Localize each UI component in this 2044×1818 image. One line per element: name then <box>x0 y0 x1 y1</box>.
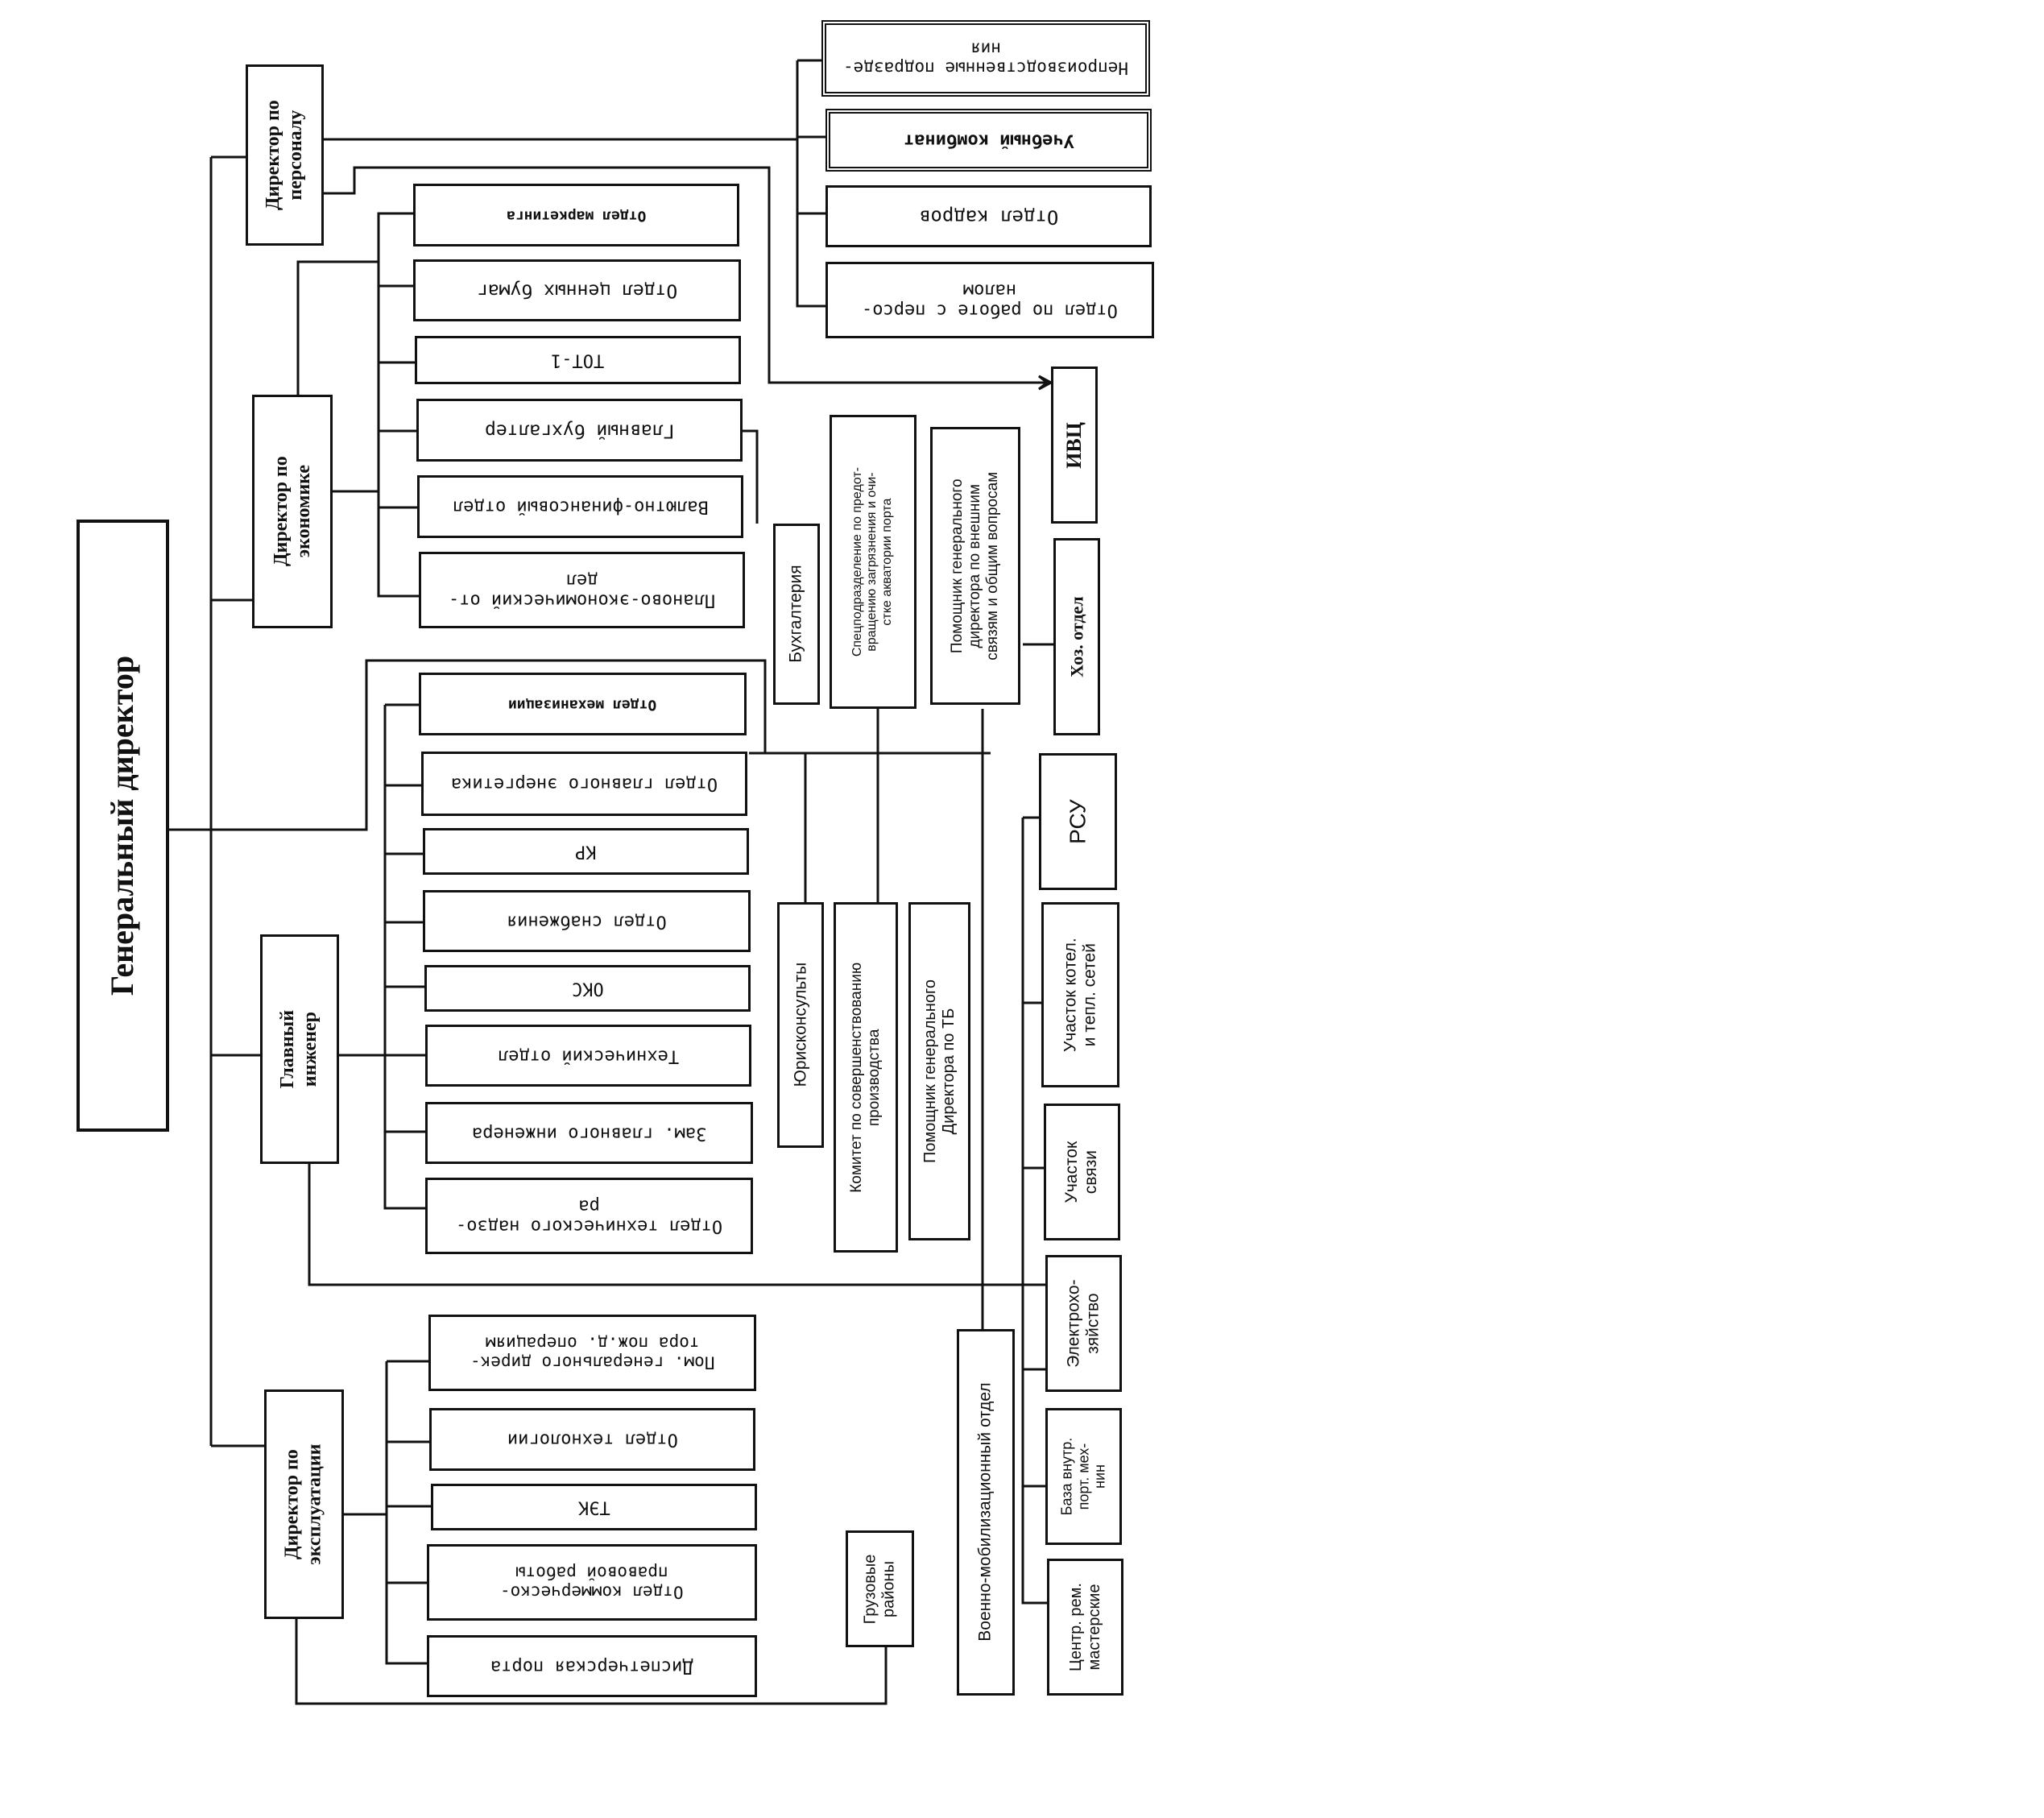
nonproduction-units-label: Непроизводственные подразде- ния <box>842 39 1128 78</box>
technical-department-box: Технический отдел <box>425 1025 751 1087</box>
planning-department-label: Планово-экономический от- дел <box>448 569 716 611</box>
chief-engineer-label: Главный инженер <box>277 1009 321 1089</box>
supply-department-label: Отдел снабжения <box>507 911 667 932</box>
deputy-chief-engineer-label: Зам. главного инженера <box>471 1123 707 1144</box>
lawyer-box: Юрисконсульты <box>777 902 824 1148</box>
boiler-section-label: Участок котел. и тепл. сетей <box>1061 938 1099 1052</box>
commercial-legal-department-box: Отдел коммерческо- правовой работы <box>427 1544 757 1621</box>
port-mechanization-base-label: База внутр. порт. мех- нин <box>1058 1437 1108 1516</box>
securities-department-label: Отдел ценных бумаг <box>476 280 678 301</box>
staff-work-department-box: Отдел по работе с персо- налом <box>825 262 1154 338</box>
supply-department-box: Отдел снабжения <box>423 890 751 952</box>
military-department-label: Военно-мобилизационный отдел <box>975 1382 995 1642</box>
lawyer-label: Юрисконсульты <box>790 963 809 1087</box>
pollution-unit-label: Спецподразделение по предот- вращению за… <box>850 466 895 657</box>
electric-facilities-box: Электрохо- зяйство <box>1045 1255 1122 1392</box>
boiler-section-box: Участок котел. и тепл. сетей <box>1041 902 1119 1087</box>
director-personnel-label: Директор по персоналу <box>262 100 306 210</box>
hr-department-label: Отдел кадров <box>918 205 1059 229</box>
tek-box: ТЭК <box>431 1484 757 1530</box>
military-department-box: Военно-мобилизационный отдел <box>957 1329 1015 1696</box>
nonproduction-units-box: Непроизводственные подразде- ния <box>821 20 1150 97</box>
central-workshops-label: Центр. рем. мастерские <box>1066 1583 1103 1671</box>
general-director-box: Генеральный директор <box>77 520 169 1132</box>
electric-facilities-label: Электрохо- зяйство <box>1064 1279 1103 1368</box>
director-economics-box: Директор по экономике <box>252 395 333 628</box>
assistant-safety-label: Помощник генерального Директора по ТБ <box>921 979 958 1163</box>
mechanization-department-box: Отдел механизации <box>419 673 747 735</box>
tot-box: ТОТ-1 <box>415 336 741 384</box>
assistant-safety-box: Помощник генерального Директора по ТБ <box>908 902 970 1240</box>
general-director-label: Генеральный директор <box>104 655 141 996</box>
planning-department-box: Планово-экономический от- дел <box>419 552 745 628</box>
household-department-label: Хоз. отдел <box>1066 596 1087 677</box>
central-workshops-box: Центр. рем. мастерские <box>1047 1559 1123 1696</box>
kr-label: КР <box>575 841 597 862</box>
chief-engineer-box: Главный инженер <box>260 934 339 1164</box>
committee-box: Комитет по совершенствованию производств… <box>834 902 898 1253</box>
committee-label: Комитет по совершенствованию производств… <box>848 962 883 1193</box>
tech-supervision-department-label: Отдел технического надзо- ра <box>455 1195 723 1236</box>
accounting-label: Бухгалтерия <box>786 565 805 664</box>
technology-department-label: Отдел технологии <box>507 1429 678 1450</box>
chief-accountant-box: Главный бухгалтер <box>416 399 743 462</box>
currency-finance-department-box: Валютно-финансовый отдел <box>417 475 743 538</box>
marketing-department-label: Отдел маркетинга <box>506 207 647 225</box>
deputy-chief-engineer-box: Зам. главного инженера <box>425 1102 753 1164</box>
tot-label: ТОТ-1 <box>551 350 605 371</box>
technical-department-label: Технический отдел <box>497 1046 680 1066</box>
port-mechanization-base-box: База внутр. порт. мех- нин <box>1045 1408 1122 1545</box>
cargo-areas-label: Грузовые районы <box>861 1554 898 1624</box>
port-dispatch-box: Диспетчерская порта <box>427 1635 757 1697</box>
accounting-box: Бухгалтерия <box>773 524 820 705</box>
director-personnel-box: Директор по персоналу <box>246 64 324 246</box>
currency-finance-department-label: Валютно-финансовый отдел <box>452 496 709 517</box>
rsu-box: РСУ <box>1039 753 1117 890</box>
assistant-external-box: Помощник генерального директора по внешн… <box>930 427 1020 705</box>
tech-supervision-department-box: Отдел технического надзо- ра <box>425 1178 753 1254</box>
director-operations-label: Директор по эксплуатации <box>281 1443 325 1565</box>
cargo-areas-box: Грузовые районы <box>846 1530 914 1647</box>
chief-energy-department-box: Отдел главного энергетика <box>421 752 747 816</box>
kr-box: КР <box>423 828 749 875</box>
oks-box: ОКС <box>424 965 751 1012</box>
fire-assistant-box: Пом. генерального дирек- тора пож.д. опе… <box>428 1315 756 1391</box>
tek-label: ТЭК <box>577 1497 610 1518</box>
training-center-label: Учебный комбинат <box>903 130 1074 151</box>
ivc-label: ИВЦ <box>1062 421 1086 469</box>
pollution-unit-box: Спецподразделение по предот- вращению за… <box>830 415 916 709</box>
director-economics-label: Директор по экономике <box>270 456 314 567</box>
assistant-external-label: Помощник генерального директора по внешн… <box>949 471 1001 661</box>
commercial-legal-department-label: Отдел коммерческо- правовой работы <box>500 1563 684 1602</box>
technology-department-box: Отдел технологии <box>429 1408 755 1471</box>
staff-work-department-label: Отдел по работе с персо- налом <box>862 280 1118 321</box>
fire-assistant-label: Пом. генерального дирек- тора пож.д. опе… <box>470 1333 715 1373</box>
marketing-department-box: Отдел маркетинга <box>413 184 739 246</box>
communication-section-box: Участок связи <box>1044 1104 1120 1240</box>
ivc-box: ИВЦ <box>1051 366 1098 524</box>
chief-accountant-label: Главный бухгалтер <box>484 420 675 441</box>
oks-label: ОКС <box>571 978 604 999</box>
hr-department-box: Отдел кадров <box>825 185 1152 247</box>
training-center-box: Учебный комбинат <box>825 109 1152 172</box>
rsu-label: РСУ <box>1065 799 1090 844</box>
mechanization-department-label: Отдел механизации <box>508 696 657 714</box>
director-operations-box: Директор по эксплуатации <box>264 1389 344 1619</box>
chief-energy-department-label: Отдел главного энергетика <box>450 773 718 794</box>
communication-section-label: Участок связи <box>1062 1141 1101 1203</box>
port-dispatch-label: Диспетчерская порта <box>490 1656 693 1677</box>
securities-department-box: Отдел ценных бумаг <box>413 259 741 321</box>
household-department-box: Хоз. отдел <box>1053 538 1100 735</box>
